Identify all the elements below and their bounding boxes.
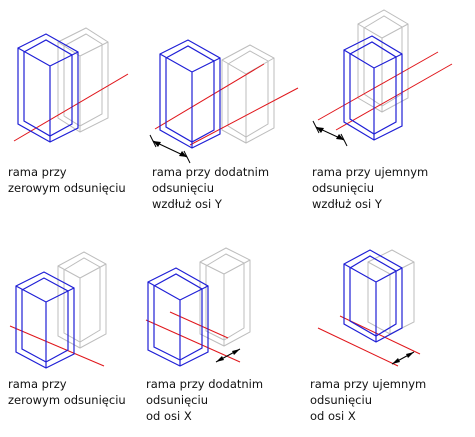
blue-frame [159, 39, 221, 149]
red-axis-line [13, 73, 129, 142]
blue-frame [17, 33, 79, 143]
ghost-frame [221, 44, 275, 144]
caption-line: odsunięciu [146, 393, 208, 407]
ghost-frame [357, 9, 409, 113]
red-offset-line [335, 63, 453, 131]
offset-dimension-arrow [149, 134, 191, 164]
caption-line: wzdłuż osi Y [312, 197, 382, 211]
offset-dimension-arrow [312, 120, 348, 147]
caption-panel-6: rama przy ujemnym odsunięciu od osi X [310, 376, 426, 424]
blue-frame [343, 249, 403, 343]
red-axis-line [145, 319, 241, 363]
caption-line: rama przy dodatnim [152, 165, 270, 179]
blue-frame [147, 267, 209, 367]
caption-line: wzdłuż osi Y [152, 197, 222, 211]
red-axis-line [9, 325, 105, 367]
caption-line: rama przy [8, 165, 67, 179]
caption-line: zerowym odsunięciu [8, 393, 126, 407]
panel-2-drawing [149, 39, 299, 164]
panel-1-drawing [13, 27, 129, 143]
caption-line: od osi X [310, 409, 356, 423]
blue-frame [15, 271, 75, 369]
panel-6-drawing [317, 249, 421, 367]
caption-line: od osi X [146, 409, 192, 423]
caption-line: rama przy dodatnim [146, 377, 264, 391]
ghost-frame [199, 247, 251, 347]
caption-line: rama przy [8, 377, 67, 391]
caption-panel-4: rama przy zerowym odsunięciu [8, 376, 126, 408]
caption-line: odsunięciu [310, 393, 372, 407]
caption-line: rama przy ujemnym [312, 165, 429, 179]
red-offset-line [154, 63, 265, 130]
ghost-frame [57, 27, 109, 133]
offset-dimension-arrow [215, 348, 241, 363]
red-axis-line [189, 87, 299, 146]
ghost-frame [57, 251, 107, 349]
panel-3-drawing [312, 9, 453, 147]
red-axis-line [317, 51, 439, 121]
caption-line: rama przy ujemnym [310, 377, 427, 391]
caption-line: zerowym odsunięciu [8, 181, 126, 195]
panel-4-drawing [9, 251, 107, 369]
caption-panel-1: rama przy zerowym odsunięciu [8, 164, 126, 196]
ghost-frame [367, 249, 415, 335]
offset-dimension-arrow [391, 351, 415, 365]
caption-line: odsunięciu [312, 181, 374, 195]
blue-frame [343, 35, 403, 141]
caption-panel-2: rama przy dodatnim odsunięciu wzdłuż osi… [152, 164, 269, 212]
caption-line: odsunięciu [152, 181, 214, 195]
red-axis-line [317, 327, 399, 367]
caption-panel-3: rama przy ujemnym odsunięciu wzdłuż osi … [312, 164, 428, 212]
caption-panel-5: rama przy dodatnim odsunięciu od osi X [146, 376, 263, 424]
panel-5-drawing [145, 247, 251, 367]
